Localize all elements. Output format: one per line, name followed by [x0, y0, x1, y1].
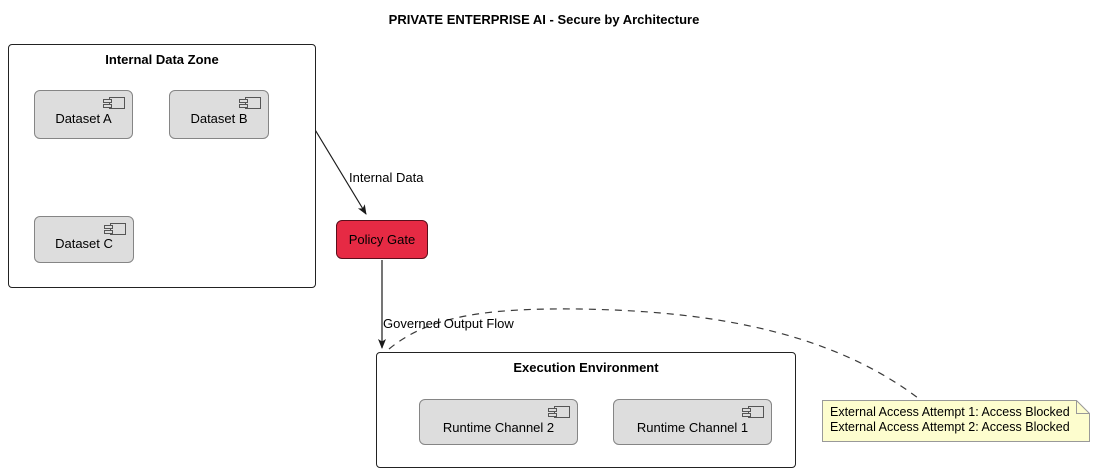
diagram-title: PRIVATE ENTERPRISE AI - Secure by Archit… [388, 12, 700, 27]
note-line-2: External Access Attempt 2: Access Blocke… [830, 420, 1070, 434]
component-label: Dataset B [190, 111, 248, 126]
component-runtime-channel-1: Runtime Channel 1 [613, 399, 772, 445]
component-label: Dataset A [55, 111, 112, 126]
policy-gate-label: Policy Gate [348, 232, 416, 247]
component-icon [742, 406, 764, 418]
note-external-access: External Access Attempt 1: Access Blocke… [822, 400, 1090, 442]
note-line-1: External Access Attempt 1: Access Blocke… [830, 405, 1070, 419]
component-label: Runtime Channel 2 [442, 420, 555, 435]
component-icon [548, 406, 570, 418]
note-shape [822, 400, 1090, 442]
edge-label-governed-output-flow: Governed Output Flow [383, 316, 514, 331]
component-icon [104, 223, 126, 235]
edge-label-internal-data: Internal Data [349, 170, 424, 185]
component-label: Dataset C [55, 236, 113, 251]
note-text: External Access Attempt 1: Access Blocke… [830, 405, 1070, 435]
component-runtime-channel-2: Runtime Channel 2 [419, 399, 578, 445]
package-execution-environment: Execution Environment Runtime Channel 2 … [376, 352, 796, 468]
package-execution-environment-title: Execution Environment [513, 360, 659, 375]
component-dataset-a: Dataset A [34, 90, 133, 139]
component-label: Runtime Channel 1 [636, 420, 749, 435]
policy-gate-node: Policy Gate [336, 220, 428, 259]
component-dataset-b: Dataset B [169, 90, 269, 139]
package-internal-data-zone: Internal Data Zone Dataset A Dataset B [8, 44, 316, 288]
package-internal-data-zone-title: Internal Data Zone [105, 52, 219, 67]
component-icon [239, 97, 261, 109]
component-icon [103, 97, 125, 109]
component-dataset-c: Dataset C [34, 216, 134, 263]
